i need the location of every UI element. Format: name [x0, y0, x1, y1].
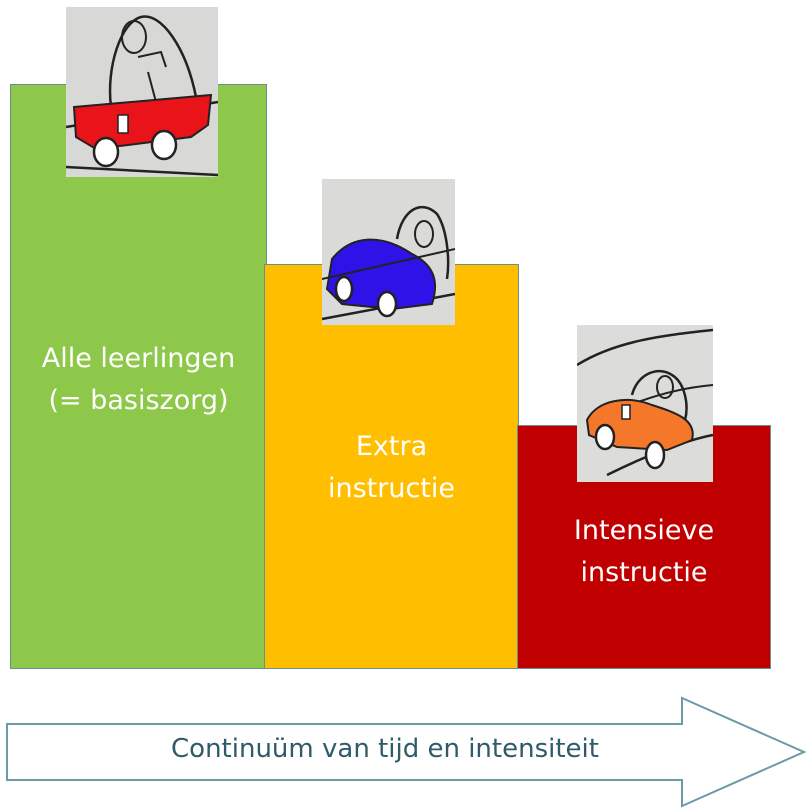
- continuum-arrow: [6, 696, 807, 808]
- red-car-drawing-icon: [66, 7, 218, 177]
- block-alle-leerlingen: Alle leerlingen (= basiszorg): [10, 84, 267, 669]
- blue-car-drawing-icon: [322, 179, 455, 325]
- block-label: Alle leerlingen (= basiszorg): [41, 343, 236, 416]
- block-label: Intensieve instructie: [573, 515, 715, 588]
- arrow-shape: [6, 696, 807, 808]
- block-label: Extra instructie: [327, 431, 456, 504]
- arrow-label: Continuüm van tijd en intensiteit: [171, 734, 599, 764]
- orange-car-drawing-icon: [577, 325, 713, 482]
